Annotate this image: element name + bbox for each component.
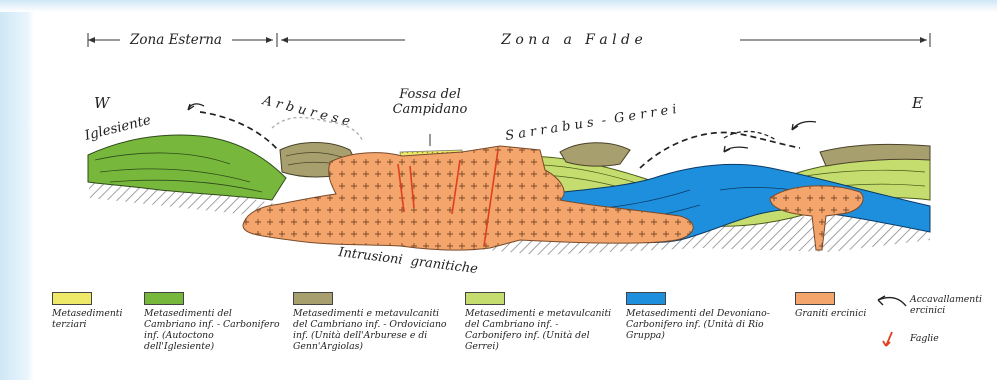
- legend-swatch-rio-gruppa: [626, 292, 666, 305]
- legend-label-tertiary: Metasedimenti terziari: [52, 308, 132, 330]
- legend-item-graniti: Graniti ercinici: [795, 292, 875, 319]
- thrust-arrow-center-icon: [724, 146, 748, 152]
- legend-label-gerrei: Metasedimenti e metavulcaniti del Cambri…: [465, 308, 615, 352]
- sarrabus-gerrei-label: S a r r a b u s - G e r r e i: [504, 102, 677, 144]
- zona-esterna-label: Zona Esterna: [129, 32, 222, 48]
- west-label: W: [94, 94, 111, 112]
- legend-label-arburese: Metasedimenti e metavulcaniti del Cambri…: [293, 308, 453, 352]
- legend-swatch-arburese: [293, 292, 333, 305]
- legend-label-faults: Faglie: [910, 333, 982, 344]
- cross-section: Zona Esterna Z o n a a F a l d e: [0, 0, 997, 292]
- legend-item-arburese: Metasedimenti e metavulcaniti del Cambri…: [293, 292, 453, 352]
- fault-icon: [872, 330, 908, 348]
- thrust-arrow-west-icon: [188, 104, 204, 110]
- header-bar: Zona Esterna Z o n a a F a l d e: [88, 32, 930, 48]
- fossa-label-line1: Fossa del: [398, 87, 461, 102]
- legend-item-tertiary: Metasedimenti terziari: [52, 292, 132, 330]
- legend-swatch-tertiary: [52, 292, 92, 305]
- legend-item-gerrei: Metasedimenti e metavulcaniti del Cambri…: [465, 292, 615, 352]
- east-label: E: [911, 94, 923, 112]
- fossa-label-line2: Campidano: [393, 102, 468, 117]
- zona-a-falde-label: Z o n a a F a l d e: [500, 32, 643, 48]
- legend-swatch-graniti: [795, 292, 835, 305]
- legend-label-thrusts: Accavallamenti ercinici: [910, 294, 982, 316]
- legend-swatch-iglesiente: [144, 292, 184, 305]
- sarrabus-olive-hill: [560, 143, 630, 166]
- legend-item-thrusts: Accavallamenti ercinici: [872, 292, 982, 316]
- legend-item-iglesiente: Metasedimenti del Cambriano inf. - Carbo…: [144, 292, 282, 352]
- legend-label-rio-gruppa: Metasedimenti del Devoniano-Carbonifero …: [626, 308, 784, 341]
- legend-label-graniti: Graniti ercinici: [795, 308, 875, 319]
- arburese-label: A r b u r e s e: [260, 93, 352, 130]
- legend-item-faults: Faglie: [872, 330, 982, 348]
- arrow-left-icon: [88, 37, 95, 43]
- thrust-gerrei: [640, 132, 800, 168]
- legend-label-iglesiente: Metasedimenti del Cambriano inf. - Carbo…: [144, 308, 282, 352]
- legend-swatch-gerrei: [465, 292, 505, 305]
- arrow-right-icon: [920, 37, 927, 43]
- thrust-arrow-east-icon: [792, 121, 816, 130]
- thrust-arrow-icon: [872, 292, 908, 310]
- legend-item-rio-gruppa: Metasedimenti del Devoniano-Carbonifero …: [626, 292, 784, 341]
- arrow-mid-left-icon: [266, 37, 273, 43]
- legend: Metasedimenti terziari Metasedimenti del…: [52, 292, 982, 380]
